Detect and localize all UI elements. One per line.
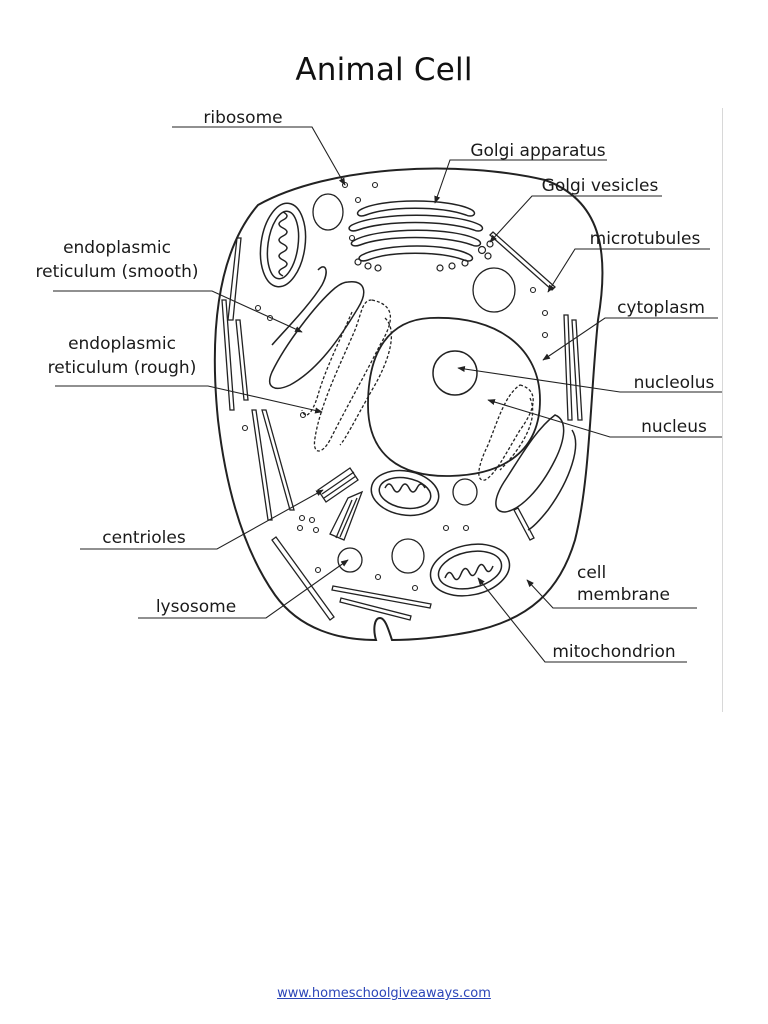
leader-er-smooth — [53, 290, 303, 333]
microtubules-shape — [221, 231, 583, 621]
leader-cell-membrane — [526, 579, 697, 609]
label-centrioles: centrioles — [102, 528, 186, 548]
label-ribosome: ribosome — [203, 108, 282, 128]
leader-nucleus — [487, 399, 722, 438]
label-er-rough-line2: reticulum (rough) — [48, 358, 197, 378]
leader-ribosome — [172, 126, 346, 186]
leader-golgi-vesicles — [489, 195, 662, 243]
page-margin-rule — [722, 108, 723, 712]
cell-membrane — [213, 167, 604, 642]
label-golgi-vesicles: Golgi vesicles — [542, 176, 659, 196]
label-cell-membrane-line1: cell — [577, 563, 606, 583]
golgi-apparatus-shape — [348, 200, 484, 262]
label-cell-membrane-line2: membrane — [577, 585, 670, 605]
footer: www.homeschoolgiveaways.com — [0, 986, 768, 1001]
vesicles-shape — [312, 193, 516, 574]
leader-golgi-apparatus — [434, 159, 607, 204]
label-er-smooth-line2: reticulum (smooth) — [36, 262, 199, 282]
mitochondrion-top-shape — [259, 202, 307, 288]
leader-microtubules — [547, 248, 710, 293]
footer-link[interactable]: www.homeschoolgiveaways.com — [277, 986, 491, 1001]
label-er-rough-line1: endoplasmic — [68, 334, 176, 354]
label-lysosome: lysosome — [156, 597, 236, 617]
nucleolus-shape — [432, 350, 478, 396]
mitochondrion-bottom-shape — [429, 543, 511, 597]
centrioles-shape — [317, 467, 364, 541]
leader-lysosome — [138, 559, 349, 619]
rough-er-shape — [301, 299, 392, 452]
page-title: Animal Cell — [295, 52, 473, 88]
label-nucleolus: nucleolus — [634, 373, 715, 393]
leader-er-rough — [55, 385, 323, 414]
leader-cytoplasm — [542, 317, 718, 361]
leader-centrioles — [80, 489, 324, 550]
label-mitochondrion: mitochondrion — [552, 642, 675, 662]
smooth-er-shape — [269, 266, 577, 531]
nucleus-shape — [367, 317, 541, 477]
leader-mitochondrion — [477, 577, 687, 663]
label-golgi-apparatus: Golgi apparatus — [470, 141, 605, 161]
leader-nucleolus — [457, 365, 722, 393]
label-nucleus: nucleus — [641, 417, 707, 437]
label-cytoplasm: cytoplasm — [617, 298, 705, 318]
label-microtubules: microtubules — [590, 229, 701, 249]
rough-er-right-shape — [478, 384, 534, 481]
label-er-smooth-line1: endoplasmic — [63, 238, 171, 258]
mitochondrion-center-shape — [370, 469, 440, 517]
